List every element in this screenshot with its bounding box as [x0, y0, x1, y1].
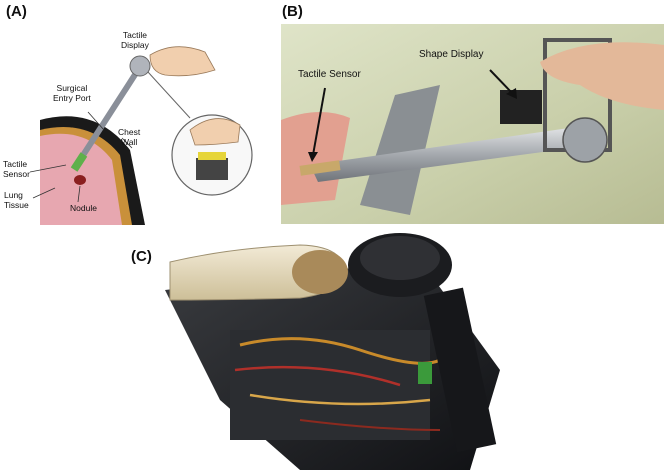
- arrowhead-tactile-sensor: [308, 152, 318, 162]
- device-body: [165, 260, 500, 470]
- label-nodule: Nodule: [70, 203, 97, 213]
- leader-chest-wall: [121, 137, 133, 149]
- pin-array-shape: [196, 158, 228, 180]
- instrument-shaft: [75, 67, 141, 166]
- label-tactile-display: Tactile Display: [121, 30, 149, 50]
- panel-a-illustration: [29, 46, 253, 225]
- arrow-shape-display: [489, 69, 513, 94]
- arrowhead-shape-display: [506, 88, 517, 99]
- leader-lung-tissue: [32, 187, 56, 199]
- grey-board-shape: [360, 85, 440, 215]
- mechanism-frame: [543, 38, 612, 152]
- mechanism-hub: [562, 117, 608, 163]
- wire-bundle-1: [239, 337, 441, 365]
- pin-array-top: [198, 152, 226, 160]
- tactile-display-knob: [129, 55, 151, 77]
- green-connector: [418, 362, 432, 384]
- cream-tube: [169, 244, 346, 301]
- wire-bundle-2: [234, 365, 401, 387]
- wire-bundle-3: [249, 393, 431, 406]
- hand-top-shape: [149, 46, 216, 77]
- label-b-shape-display: Shape Display: [419, 49, 484, 60]
- panel-c-letter: (C): [131, 248, 152, 265]
- nodule-shape: [74, 175, 86, 185]
- leader-nodule: [77, 185, 81, 203]
- arrow-tactile-sensor: [312, 87, 326, 156]
- round-cap-top: [360, 236, 440, 280]
- zoom-leader: [147, 71, 191, 119]
- tissue-sample-shape: [281, 111, 350, 205]
- tactile-sensor-tip-b: [299, 160, 341, 176]
- tactile-sensor-tip: [70, 152, 88, 172]
- label-surgical-entry-port: Surgical Entry Port: [53, 83, 91, 103]
- wire-bundle-4: [299, 419, 441, 431]
- hand-b-shape: [540, 42, 664, 110]
- label-lung-tissue: Lung Tissue: [4, 190, 29, 210]
- tube-opening: [292, 250, 348, 294]
- label-b-tactile-sensor: Tactile Sensor: [298, 69, 361, 80]
- support-post: [423, 287, 497, 453]
- label-tactile-sensor: Tactile Sensor: [3, 159, 30, 179]
- panel-a-letter: (A): [6, 3, 27, 20]
- instrument-shaft-b: [310, 125, 595, 182]
- shape-display-box: [500, 90, 542, 124]
- round-cap: [348, 233, 452, 297]
- zoom-finger-shape: [189, 118, 241, 146]
- circuit-board-area: [230, 330, 430, 440]
- panel-b-letter: (B): [282, 3, 303, 20]
- leader-tactile-sensor: [29, 164, 67, 173]
- leader-entry-port: [87, 111, 105, 131]
- label-chest-wall: Chest Wall: [118, 127, 141, 147]
